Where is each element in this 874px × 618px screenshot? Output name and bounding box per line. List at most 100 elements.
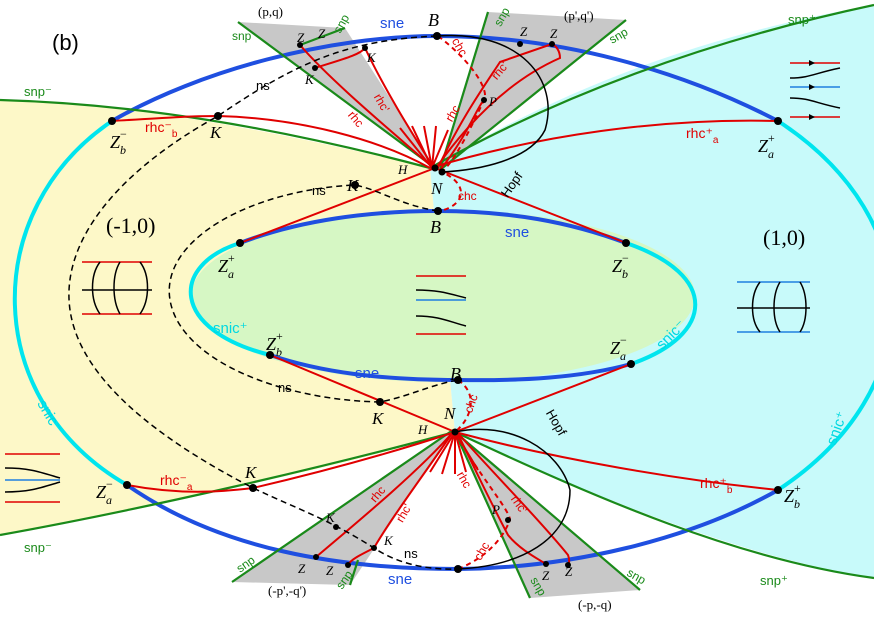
rhc-inner-top-right	[434, 167, 627, 244]
point-H-top: H	[397, 162, 408, 177]
region-label-bl-wedge: (-p',-q')	[268, 583, 306, 598]
chc-label-mid-bottom: chc	[461, 392, 481, 414]
point-N-top: N	[430, 179, 444, 198]
point-Z-tr2: Z	[550, 26, 558, 41]
point-P-top: P	[488, 94, 497, 109]
rhc-a-minus	[126, 431, 456, 493]
rhc-top-right-2	[435, 43, 562, 169]
point-H-bottom: H	[417, 422, 428, 437]
point-K-mid: K	[346, 176, 360, 195]
snp-minus-label-lower: snp⁻	[24, 540, 52, 555]
points-layer	[108, 32, 782, 573]
rhc-inner-top-left	[239, 167, 436, 244]
outer-snic-right	[776, 119, 874, 492]
point-B-top: B	[428, 10, 439, 30]
rhc-bottom-right-1	[456, 431, 547, 565]
point-Z-br1: Z	[542, 568, 550, 583]
region-label-tr-wedge: (p',q')	[564, 8, 594, 23]
snp-plus-lower	[454, 431, 874, 580]
point-Zb-plus-inner: Zb+	[266, 329, 283, 359]
point-K-tl: K	[304, 72, 315, 87]
rhc-curves	[111, 35, 779, 570]
sne-label-outer-top: sne	[380, 15, 404, 32]
point-Z-bl1: Z	[298, 561, 306, 576]
sne-label-inner-top: sne	[505, 224, 529, 241]
point-Zb-minus-inner: Zb−	[612, 251, 629, 281]
point-Za-minus-outer: Za−	[96, 477, 113, 507]
sne-label-outer-bottom: sne	[388, 571, 412, 588]
snp-plus-label-upper: snp⁺	[788, 12, 816, 27]
chc-label-bottom: chc	[471, 540, 492, 563]
snp-wedge-bl-b	[348, 559, 360, 586]
region-label-right: (1,0)	[763, 225, 805, 250]
rhc-a-plus	[429, 119, 779, 169]
point-K-lower: K	[371, 409, 385, 428]
point-K-bl: K	[325, 510, 336, 525]
ns-label-top: ns	[256, 78, 270, 93]
region-inner-ellipse	[191, 210, 695, 382]
snp-wedge-tr-b	[439, 19, 627, 171]
snp-plus-upper	[429, 3, 874, 169]
ns-label-bottom: ns	[404, 546, 418, 561]
point-Z-br2: Z	[565, 564, 573, 579]
ns-label-lower: ns	[278, 380, 292, 395]
snp-wedge-br-b	[454, 431, 641, 591]
rhc-a-minus-label: rhc⁻a	[160, 472, 193, 493]
rhc-b-minus-label: rhc⁻b	[145, 119, 178, 140]
snp-plus-label-lower: snp⁺	[760, 573, 788, 588]
hopf-top	[437, 34, 549, 173]
rhc-top-left-2	[314, 46, 433, 166]
inner-snic-left	[188, 241, 271, 357]
point-Zb-minus-outer: Zb−	[110, 127, 127, 157]
point-P-bottom: P	[491, 502, 500, 517]
rhc-top-right-1	[437, 43, 553, 169]
snp-label-tl: snp	[232, 29, 252, 43]
point-Z-bl2: Z	[326, 563, 334, 578]
rhc-bottom-left-2	[347, 431, 454, 566]
point-Za-plus-inner: Za+	[218, 251, 235, 281]
point-K-bl2: K	[383, 533, 394, 548]
region-label-tl-wedge: (p,q)	[258, 4, 283, 19]
ns-inner	[168, 184, 459, 403]
portrait-right	[737, 281, 810, 333]
rhc-top-left-1	[299, 44, 431, 166]
point-Z-tl1: Z	[297, 30, 305, 45]
rhc-inner-bottom-right	[454, 363, 632, 433]
inner-snic-right	[625, 241, 698, 366]
rhc-bottom-left-1	[315, 431, 454, 558]
outer-snic-left	[12, 119, 129, 487]
rhc-b-plus	[454, 431, 779, 491]
snp-minus-label-upper: snp⁻	[24, 84, 52, 99]
point-B-inner-top: B	[430, 217, 441, 237]
snp-wedge-tl-b	[299, 26, 346, 47]
snp-wedge-br-a	[453, 431, 532, 599]
point-N-bottom: N	[443, 404, 457, 423]
portrait-top-right	[789, 60, 841, 120]
portrait-left	[82, 261, 152, 315]
region-label-left: (-1,0)	[106, 213, 155, 238]
rhc-inner-bottom-left	[269, 354, 456, 433]
point-Zb-plus-outer: Zb+	[784, 481, 801, 511]
snp-minus-lower	[0, 430, 456, 537]
chc-label-mid-top: chc	[458, 189, 477, 203]
chc-label-top: chc	[449, 35, 470, 58]
chc-bottom	[453, 379, 512, 570]
ns-label-mid: ns	[312, 183, 326, 198]
rhc-b-plus-label: rhc⁺b	[700, 475, 733, 496]
point-K-tl2: K	[366, 50, 377, 65]
ns-outer-left	[68, 35, 459, 570]
portrait-center	[415, 275, 467, 335]
point-Z-tl2: Z	[318, 26, 326, 41]
region-label-br-wedge: (-p,-q)	[578, 597, 612, 612]
rhc-label-br: rhc	[454, 469, 474, 490]
fan-top	[399, 125, 449, 169]
snp-wedge-bl-a	[231, 429, 454, 583]
point-K-bottom: K	[244, 463, 258, 482]
snp-wedge-tl-a	[237, 21, 436, 169]
hopf-curves	[437, 34, 571, 570]
panel-label: (b)	[52, 30, 79, 55]
point-Z-tr1: Z	[520, 24, 528, 39]
ns-curves	[68, 35, 459, 570]
point-Za-plus-outer: Za+	[758, 131, 775, 161]
